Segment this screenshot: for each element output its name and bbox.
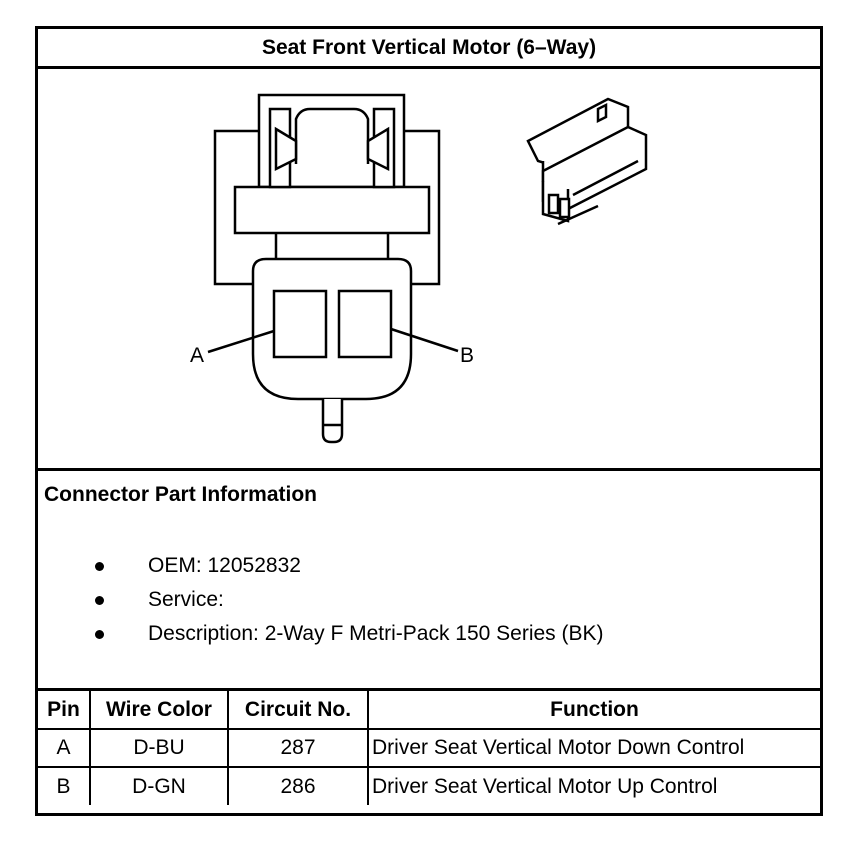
header-circuit-no: Circuit No. [227, 691, 369, 730]
bullet-icon [95, 595, 104, 605]
bullet-icon [95, 629, 104, 639]
info-bullet-list: OEM: 12052832 Service: Description: 2-Wa… [88, 549, 604, 651]
pinout-table: Pin Wire Color Circuit No. Function A D-… [38, 691, 820, 805]
bullet-description: Description: 2-Way F Metri-Pack 150 Seri… [88, 617, 604, 651]
cell-wire-color: D-BU [89, 728, 229, 768]
cell-wire-color: D-GN [89, 766, 229, 805]
table-row: B D-GN 286 Driver Seat Vertical Motor Up… [38, 766, 820, 805]
table-row: A D-BU 287 Driver Seat Vertical Motor Do… [38, 728, 820, 768]
table-header-row: Pin Wire Color Circuit No. Function [38, 691, 820, 730]
info-heading: Connector Part Information [44, 483, 318, 506]
bullet-oem: OEM: 12052832 [88, 549, 604, 583]
connector-iso-view [526, 97, 648, 226]
bullet-service: Service: [88, 583, 604, 617]
header-function: Function [367, 691, 820, 730]
bullet-icon [95, 561, 104, 571]
cell-circuit-no: 286 [227, 766, 369, 805]
bullet-text: Service: [148, 588, 224, 611]
cell-function: Driver Seat Vertical Motor Up Control [367, 766, 820, 805]
bullet-text: Description: 2-Way F Metri-Pack 150 Seri… [148, 622, 604, 645]
header-pin: Pin [38, 691, 91, 730]
sheet-title: Seat Front Vertical Motor (6–Way) [38, 29, 820, 69]
connector-diagram: A B [38, 69, 820, 471]
connector-drawing: A B [190, 93, 648, 444]
connector-part-info: Connector Part Information OEM: 12052832… [38, 471, 820, 691]
cell-circuit-no: 287 [227, 728, 369, 768]
header-wire-color: Wire Color [89, 691, 229, 730]
bullet-text: OEM: 12052832 [148, 554, 301, 577]
connector-front-view [207, 93, 459, 444]
pin-label-b: B [460, 344, 474, 367]
connector-sheet: Seat Front Vertical Motor (6–Way) [35, 26, 823, 816]
pin-label-a: A [190, 344, 204, 367]
cell-function: Driver Seat Vertical Motor Down Control [367, 728, 820, 768]
cell-pin: A [38, 728, 91, 768]
cell-pin: B [38, 766, 91, 805]
